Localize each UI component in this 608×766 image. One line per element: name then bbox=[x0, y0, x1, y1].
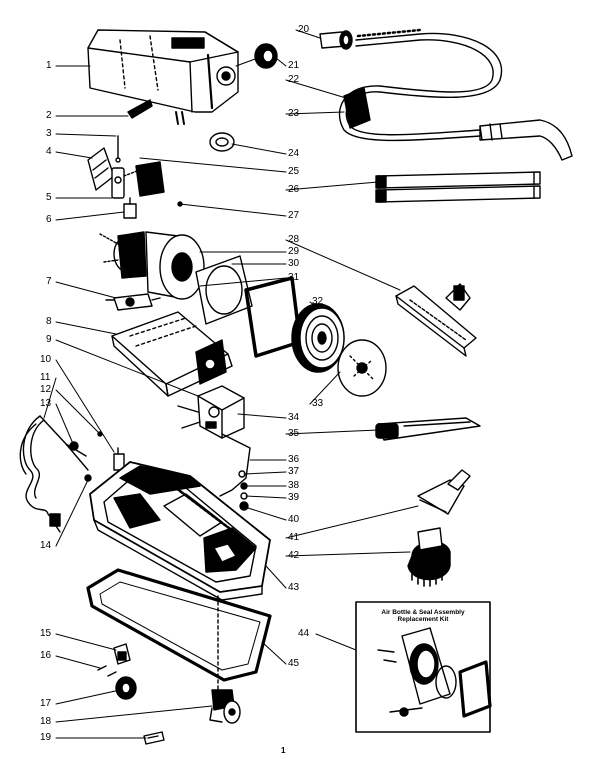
part-19-label bbox=[143, 731, 165, 745]
callout-32: 32 bbox=[312, 296, 324, 307]
part-34-switch-box bbox=[177, 385, 245, 439]
callout-41: 41 bbox=[288, 532, 300, 543]
part-40-fastener bbox=[239, 501, 249, 511]
page-number: 1 bbox=[281, 746, 286, 755]
callout-26: 26 bbox=[288, 184, 300, 195]
part-28-floor-tool bbox=[395, 283, 477, 357]
callout-38: 38 bbox=[288, 480, 300, 491]
callout-1: 1 bbox=[46, 60, 52, 71]
part-16-pin bbox=[97, 665, 117, 677]
callout-39: 39 bbox=[288, 492, 300, 503]
callout-31: 31 bbox=[288, 272, 300, 283]
part-44-replacement-kit bbox=[355, 601, 492, 733]
part-35-crevice-tool bbox=[375, 417, 481, 441]
callout-8: 8 bbox=[46, 316, 52, 327]
part-5-switch bbox=[111, 167, 125, 199]
callout-10: 10 bbox=[40, 354, 52, 365]
callout-33: 33 bbox=[312, 398, 324, 409]
part-45-bottom-gasket bbox=[86, 568, 272, 691]
callout-22: 22 bbox=[288, 74, 300, 85]
callout-5: 5 bbox=[46, 192, 52, 203]
callout-34: 34 bbox=[288, 412, 300, 423]
part-26-wand-lower bbox=[375, 185, 541, 203]
part-20-hose-end bbox=[319, 30, 353, 50]
callout-25: 25 bbox=[288, 166, 300, 177]
part-15-caster-clip bbox=[113, 643, 131, 665]
part-18-caster bbox=[209, 689, 241, 724]
callout-30: 30 bbox=[288, 258, 300, 269]
callout-37: 37 bbox=[288, 466, 300, 477]
part-11-power-cord bbox=[19, 415, 87, 533]
callout-9: 9 bbox=[46, 334, 52, 345]
part-17-wheel bbox=[115, 676, 137, 700]
callout-3: 3 bbox=[46, 128, 52, 139]
callout-12: 12 bbox=[40, 384, 52, 395]
part-3-screw bbox=[115, 135, 121, 163]
part-25-filter-pad bbox=[123, 161, 165, 197]
callout-11: 11 bbox=[40, 372, 51, 383]
callout-2: 2 bbox=[46, 110, 52, 121]
callout-6: 6 bbox=[46, 214, 52, 225]
part-36-wire bbox=[219, 433, 251, 497]
part-30-gasket bbox=[195, 255, 253, 325]
callout-20: 20 bbox=[298, 24, 310, 35]
part-42-dusting-brush bbox=[407, 527, 451, 587]
callout-24: 24 bbox=[288, 148, 300, 159]
part-1-housing-cover bbox=[87, 29, 239, 113]
callout-13: 13 bbox=[40, 398, 52, 409]
part-41-upholstery-tool bbox=[417, 469, 471, 515]
callout-27: 27 bbox=[288, 210, 300, 221]
part-7-bracket bbox=[105, 293, 161, 311]
callout-7: 7 bbox=[46, 276, 52, 287]
part-10-clip bbox=[113, 447, 125, 471]
part-32-fan-guard bbox=[291, 303, 345, 373]
callout-36: 36 bbox=[288, 454, 300, 465]
part-8-filter-bag bbox=[111, 311, 233, 397]
part-21-ring bbox=[254, 43, 278, 69]
callout-14: 14 bbox=[40, 540, 52, 551]
callout-29: 29 bbox=[288, 246, 300, 257]
part-4-switch-cover bbox=[87, 147, 115, 191]
callout-44: 44 bbox=[298, 628, 310, 639]
part-6-connector bbox=[123, 197, 137, 219]
part-2-clip bbox=[127, 99, 185, 125]
callout-17: 17 bbox=[40, 698, 52, 709]
callout-40: 40 bbox=[288, 514, 300, 525]
kit-title-line-1: Air Bottle & Seal Assembly bbox=[381, 609, 465, 616]
kit-box-title: Air Bottle & Seal Assembly Replacement K… bbox=[362, 609, 484, 623]
part-43-base-chassis bbox=[89, 461, 271, 601]
part-22-hose bbox=[338, 28, 503, 142]
part-24-ring bbox=[209, 132, 235, 152]
callout-4: 4 bbox=[46, 146, 52, 157]
callout-45: 45 bbox=[288, 658, 300, 669]
callout-35: 35 bbox=[288, 428, 300, 439]
callout-23: 23 bbox=[288, 108, 300, 119]
part-23-hose-cuff bbox=[343, 87, 573, 161]
callout-42: 42 bbox=[288, 550, 300, 561]
callout-28: 28 bbox=[288, 234, 300, 245]
callout-19: 19 bbox=[40, 732, 52, 743]
callout-15: 15 bbox=[40, 628, 52, 639]
part-26-wand-upper bbox=[375, 171, 541, 189]
callout-18: 18 bbox=[40, 716, 52, 727]
callout-16: 16 bbox=[40, 650, 52, 661]
part-33-filter-disc bbox=[337, 339, 387, 397]
leader-lines bbox=[43, 29, 419, 739]
callout-21: 21 bbox=[288, 60, 300, 71]
kit-title-line-2: Replacement Kit bbox=[397, 616, 449, 623]
part-14-cord-anchor bbox=[65, 443, 92, 482]
callout-43: 43 bbox=[288, 582, 300, 593]
part-29-motor bbox=[99, 231, 205, 300]
